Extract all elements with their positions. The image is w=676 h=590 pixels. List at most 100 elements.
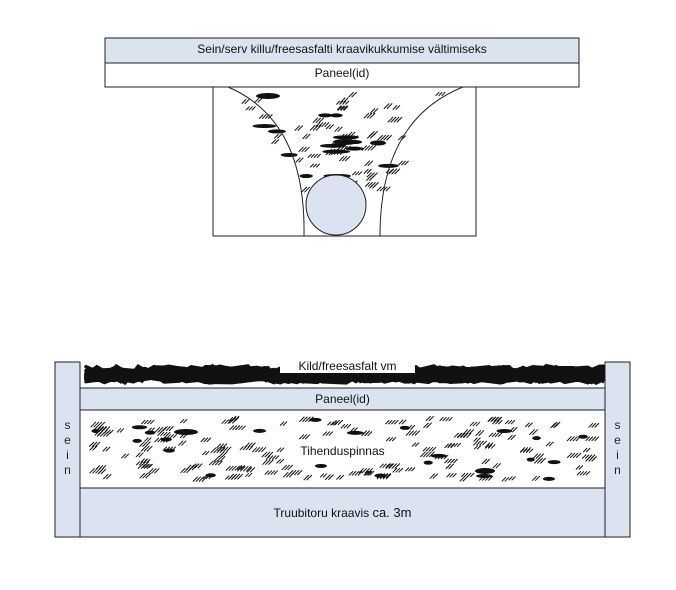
hatch-stroke	[450, 458, 455, 464]
hatch-stroke	[101, 426, 107, 432]
hatch-stroke	[385, 419, 390, 425]
hatch-stroke	[388, 463, 393, 469]
hatch-stroke	[142, 472, 149, 479]
hatch-stroke	[315, 163, 321, 168]
hatch-stroke	[588, 422, 594, 428]
hatch-stroke	[367, 160, 374, 167]
hatch-stroke	[296, 469, 303, 476]
hatch-stroke	[148, 463, 154, 469]
hatch-stroke	[445, 463, 452, 470]
hatch-stroke	[391, 437, 397, 442]
top-fill-hatching	[241, 91, 446, 194]
hatch-stroke	[501, 476, 507, 482]
hatch-stroke	[473, 440, 479, 446]
hatch-blob	[144, 430, 156, 435]
hatch-stroke	[234, 416, 240, 422]
hatch-stroke	[145, 463, 151, 469]
hatch-stroke	[508, 476, 513, 481]
hatch-stroke	[264, 451, 271, 458]
hatch-blob	[253, 428, 267, 433]
hatch-stroke	[216, 455, 223, 463]
hatch-stroke	[137, 463, 143, 469]
hatch-stroke	[146, 458, 151, 464]
hatch-blob	[496, 429, 513, 434]
hatch-stroke	[511, 426, 518, 433]
hatch-stroke	[364, 431, 370, 437]
hatch-stroke	[224, 475, 230, 480]
hatch-stroke	[410, 424, 416, 430]
hatch-stroke	[201, 476, 208, 482]
hatch-stroke	[211, 460, 217, 466]
left-wall-curve	[227, 86, 305, 237]
hatch-stroke	[271, 139, 277, 145]
hatch-stroke	[386, 103, 393, 110]
hatch-stroke	[429, 451, 435, 458]
hatch-stroke	[354, 171, 360, 176]
hatch-stroke	[379, 473, 386, 479]
hatch-stroke	[341, 133, 348, 140]
hatch-stroke	[178, 440, 184, 446]
hatch-stroke	[494, 416, 500, 422]
hatch-stroke	[315, 124, 322, 131]
hatch-stroke	[584, 454, 590, 459]
hatch-stroke	[575, 436, 581, 442]
hatch-stroke	[171, 446, 177, 452]
left-wall-label: s e i n	[55, 418, 80, 478]
hatch-stroke	[539, 457, 546, 464]
hatch-stroke	[339, 100, 344, 105]
hatch-stroke	[344, 133, 351, 140]
hatch-stroke	[135, 461, 141, 466]
hatch-stroke	[492, 462, 499, 469]
hatch-stroke	[273, 470, 279, 476]
hatch-stroke	[284, 464, 291, 471]
hatch-stroke	[582, 471, 588, 476]
hatch-stroke	[453, 442, 459, 448]
hatch-stroke	[588, 436, 594, 442]
hatch-stroke	[318, 117, 325, 124]
hatch-stroke	[367, 431, 373, 437]
hatch-stroke	[525, 448, 531, 454]
hatch-stroke	[594, 422, 600, 428]
hatch-stroke	[575, 465, 581, 470]
hatch-stroke	[228, 465, 234, 471]
hatch-stroke	[191, 464, 198, 471]
hatch-stroke	[524, 422, 530, 428]
hatch-stroke	[254, 446, 261, 453]
hatch-stroke	[442, 416, 447, 422]
hatch-stroke	[327, 474, 334, 481]
hatch-stroke	[366, 168, 372, 175]
hatch-stroke	[337, 419, 343, 426]
hatch-stroke	[281, 464, 288, 471]
hatch-stroke	[101, 426, 108, 432]
hatch-stroke	[328, 431, 334, 436]
hatch-stroke	[566, 436, 572, 442]
hatch-stroke	[336, 100, 341, 105]
hatch-blob	[378, 163, 399, 168]
hatch-stroke	[312, 124, 319, 131]
hatch-stroke	[261, 451, 268, 458]
hatch-stroke	[331, 419, 337, 426]
hatch-stroke	[535, 453, 542, 459]
hatch-stroke	[363, 112, 370, 119]
right-wall-letter: i	[616, 448, 619, 462]
hatch-stroke	[376, 473, 383, 479]
hatch-stroke	[366, 132, 373, 139]
hatch-stroke	[351, 91, 358, 98]
hatch-stroke	[244, 98, 250, 105]
hatch-stroke	[358, 467, 365, 474]
hatch-stroke	[382, 463, 387, 469]
hatch-stroke	[354, 470, 360, 476]
hatch-stroke	[450, 442, 456, 448]
hatch-stroke	[208, 460, 214, 466]
hatch-stroke	[333, 149, 340, 155]
hatch-stroke	[241, 98, 247, 105]
hatch-stroke	[370, 145, 377, 151]
hatch-blob	[578, 434, 588, 439]
hatch-stroke	[247, 472, 253, 478]
hatch-stroke	[169, 433, 175, 439]
hatch-stroke	[591, 456, 597, 462]
hatch-stroke	[324, 474, 331, 481]
hatch-stroke	[105, 446, 111, 452]
hatch-stroke	[401, 160, 406, 166]
hatch-stroke	[372, 172, 378, 178]
